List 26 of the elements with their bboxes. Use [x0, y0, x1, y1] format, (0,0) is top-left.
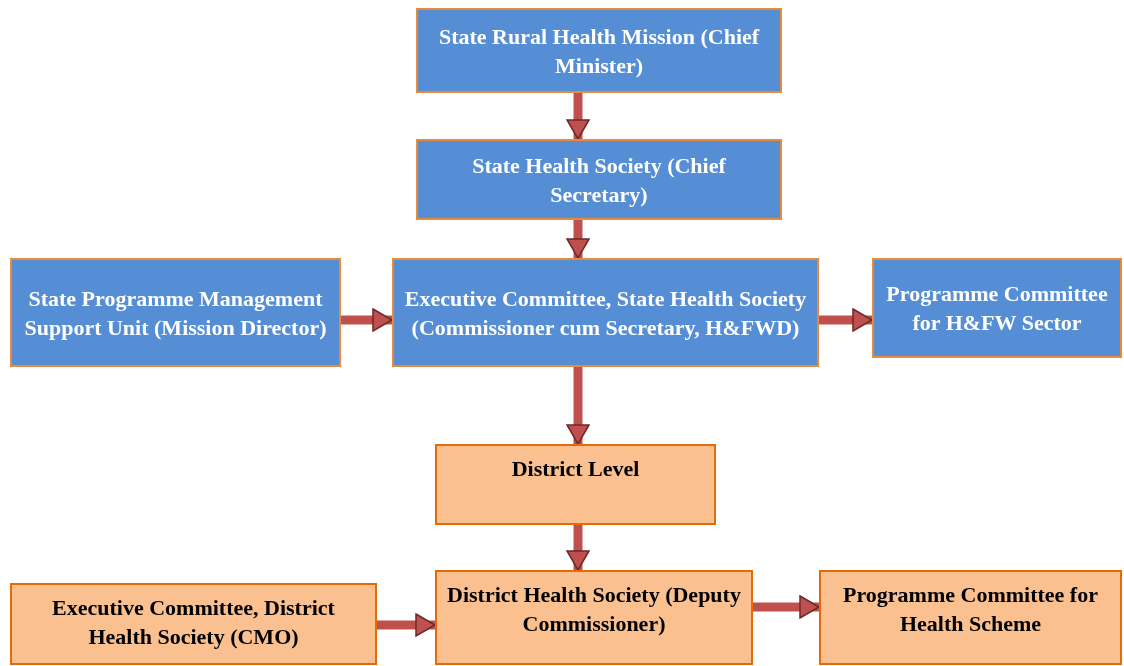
district-box — [435, 570, 753, 665]
box-label: District Health Society (Deputy Commissioner) — [446, 581, 742, 638]
committee-box — [392, 258, 819, 367]
committee-box — [416, 8, 782, 93]
arrow — [753, 595, 820, 619]
arrow — [377, 613, 436, 637]
arrow — [341, 308, 393, 332]
committee-box — [872, 258, 1122, 358]
arrow — [566, 220, 590, 259]
arrow — [566, 525, 590, 571]
box-label: Programme Committee for Health Scheme — [842, 581, 1099, 638]
box-label: Executive Committee, State Health Society (Commissioner cum Secretary, H&FWD) — [403, 284, 808, 342]
district-box — [819, 570, 1122, 665]
committee-box — [10, 258, 341, 367]
committee-box — [416, 139, 782, 220]
box-label: District Level — [511, 455, 640, 483]
box-label: State Rural Health Mission (Chief Minister) — [437, 22, 761, 80]
arrow — [566, 367, 590, 445]
district-box — [435, 444, 716, 525]
arrow — [566, 93, 590, 140]
box-label: Programme Committee for H&FW Sector — [885, 280, 1109, 337]
box-label: Executive Committee, District Health Society (CMO) — [51, 594, 336, 651]
box-label: State Programme Management Support Unit (Mission Director) — [23, 284, 328, 342]
arrow — [819, 308, 873, 332]
box-label: State Health Society (Chief Secretary) — [471, 151, 727, 209]
district-box — [10, 583, 377, 665]
